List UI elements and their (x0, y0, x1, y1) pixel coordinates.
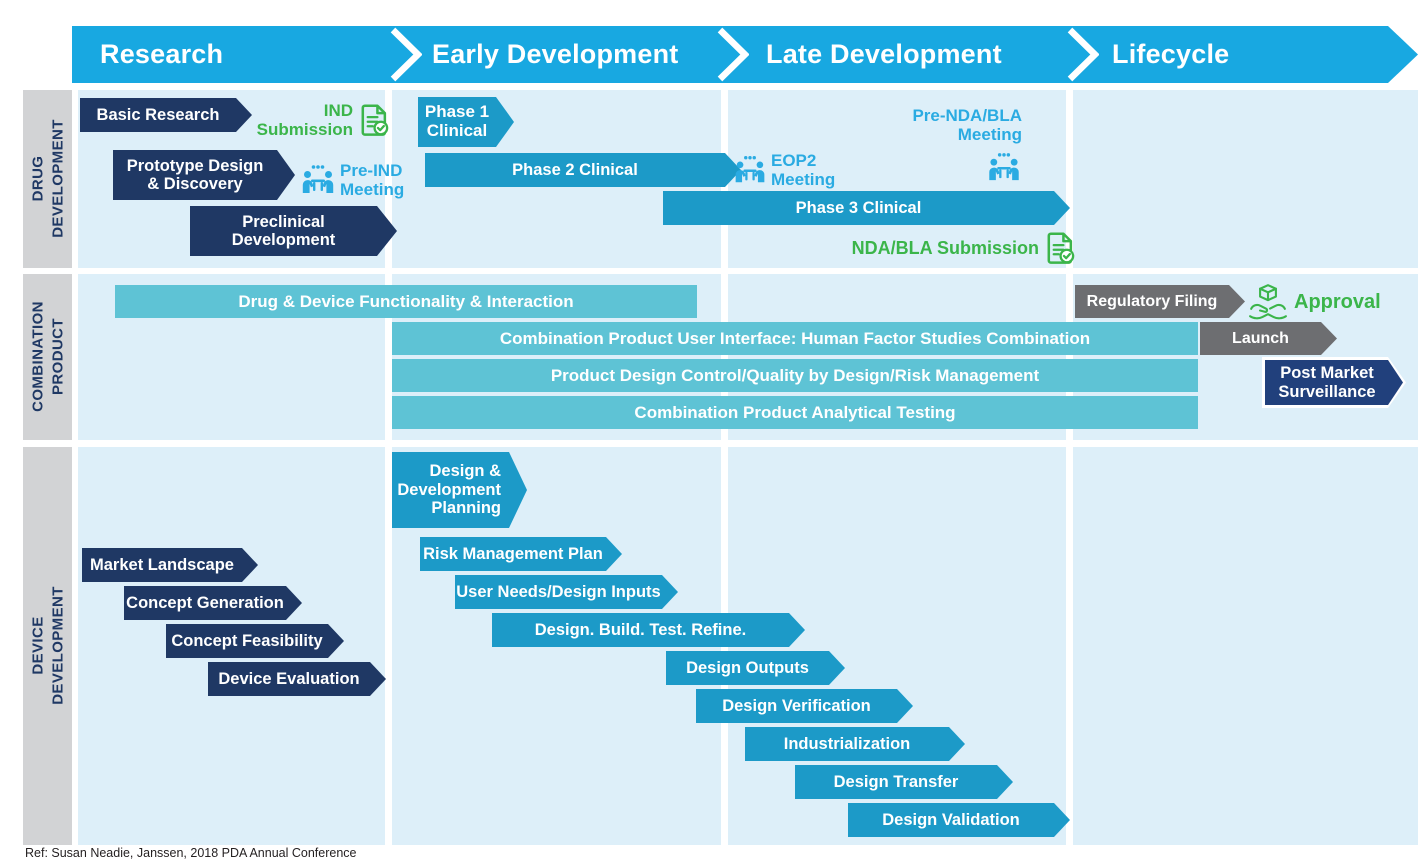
pre-ind-meeting-label: Pre-IND Meeting (340, 160, 405, 199)
phase-header-band: Research Early Development Late Developm… (72, 26, 1418, 83)
chevron-divider-icon (1067, 26, 1099, 83)
column-divider (1066, 274, 1073, 440)
bar-market-landscape: Market Landscape (82, 548, 258, 582)
bar-design-development-planning: Design & Development Planning (392, 452, 527, 528)
phase-header-early-development: Early Development (432, 39, 679, 69)
reference-text: Ref: Susan Neadie, Janssen, 2018 PDA Ann… (25, 846, 357, 860)
bar-preclinical-development: Preclinical Development (190, 206, 397, 256)
bar-risk-management-plan: Risk Management Plan (420, 537, 622, 571)
sidebar-box-combination (23, 274, 72, 440)
chevron-divider-icon (717, 26, 749, 83)
bar-phase3-clinical: Phase 3 Clinical (663, 191, 1070, 225)
bar-industrialization: Industrialization (745, 727, 965, 761)
phase-header-late-development: Late Development (766, 39, 1002, 69)
sidebar-label-drug-development: DRUG DEVELOPMENT (29, 119, 67, 238)
pre-nda-bla-meeting-label: Pre-NDA/BLA Meeting (912, 106, 1022, 145)
post-market-surveillance-label: Post Market Surveillance (1265, 360, 1403, 405)
bar-post-market-surveillance: Post Market Surveillance (1262, 357, 1406, 408)
bar-human-factor-studies: Combination Product User Interface: Huma… (392, 322, 1198, 355)
meeting-icon (300, 164, 336, 196)
bar-design-transfer: Design Transfer (795, 765, 1013, 799)
bar-product-design-control: Product Design Control/Quality by Design… (392, 359, 1198, 392)
nda-bla-submission-label: NDA/BLA Submission (851, 237, 1039, 258)
approval-hands-box-icon (1248, 283, 1288, 321)
bar-basic-research: Basic Research (80, 98, 252, 132)
approval-group: Approval (1248, 281, 1408, 323)
meeting-icon (986, 152, 1022, 183)
bar-drug-device-functionality: Drug & Device Functionality & Interactio… (115, 285, 697, 318)
sidebar-label-combination-product: COMBINATION PRODUCT (29, 301, 67, 412)
bar-concept-feasibility: Concept Feasibility (166, 624, 344, 658)
sidebar-box-device (23, 447, 72, 845)
meeting-icon (733, 154, 767, 186)
eop2-meeting-group: EOP2 Meeting (733, 147, 849, 193)
column-divider (385, 447, 392, 845)
bar-analytical-testing: Combination Product Analytical Testing (392, 396, 1198, 429)
bar-phase2-clinical: Phase 2 Clinical (425, 153, 741, 187)
phase-header-lifecycle: Lifecycle (1112, 39, 1230, 69)
document-check-icon (358, 101, 390, 139)
column-divider (385, 274, 392, 440)
bar-design-build-test-refine: Design. Build. Test. Refine. (492, 613, 805, 647)
sidebar-box-drug (23, 90, 72, 268)
bar-concept-generation: Concept Generation (124, 586, 302, 620)
bar-phase1-clinical: Phase 1 Clinical (418, 97, 514, 147)
nda-bla-submission-group: NDA/BLA Submission (828, 226, 1076, 270)
ind-submission-label: IND Submission (256, 100, 353, 139)
approval-label: Approval (1294, 290, 1381, 313)
bar-design-verification: Design Verification (696, 689, 913, 723)
bar-regulatory-filing: Regulatory Filing (1075, 285, 1245, 318)
bar-device-evaluation: Device Evaluation (208, 662, 386, 696)
bar-design-validation: Design Validation (848, 803, 1070, 837)
phase-header-research: Research (100, 39, 224, 69)
column-divider (385, 90, 392, 268)
ind-submission-group: IND Submission (228, 97, 390, 143)
document-check-icon (1044, 229, 1076, 267)
eop2-meeting-label: EOP2 Meeting (771, 150, 836, 189)
bar-design-outputs: Design Outputs (666, 651, 845, 685)
bar-prototype-design-discovery: Prototype Design & Discovery (113, 150, 295, 200)
bar-launch: Launch (1200, 322, 1337, 355)
pre-ind-meeting-group: Pre-IND Meeting (300, 157, 420, 203)
column-divider (721, 274, 728, 440)
column-divider (1066, 90, 1073, 268)
sidebar-label-device-development: DEVICE DEVELOPMENT (29, 586, 67, 705)
bar-user-needs-design-inputs: User Needs/Design Inputs (455, 575, 678, 609)
column-divider (1066, 447, 1073, 845)
chevron-divider-icon (390, 26, 422, 83)
